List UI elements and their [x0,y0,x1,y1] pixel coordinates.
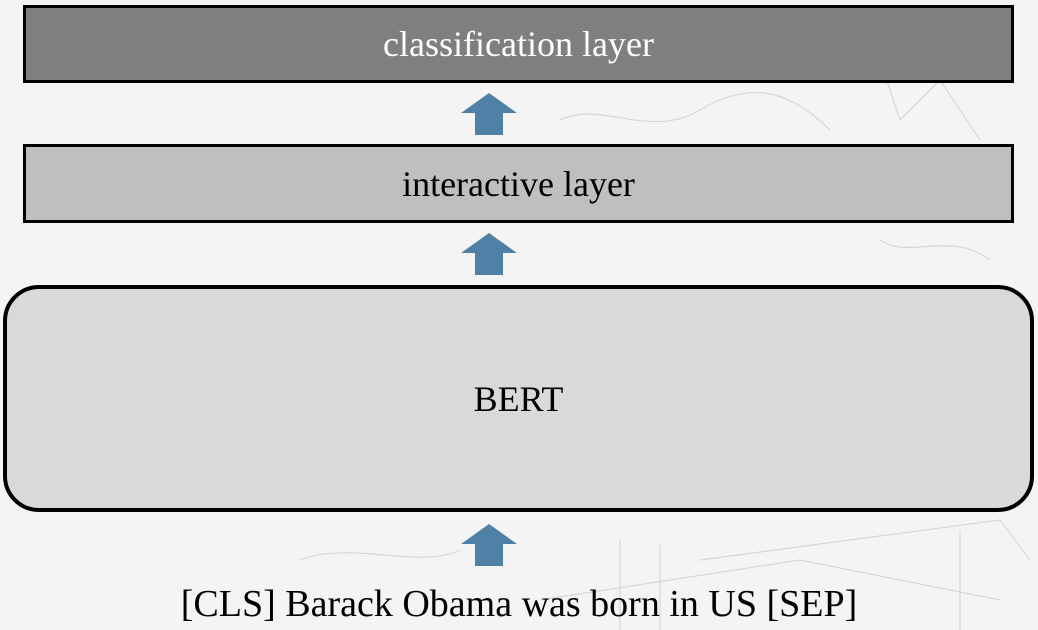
classification-layer-label: classification layer [383,24,654,64]
interactive-layer: interactive layer [23,144,1014,223]
up-arrow-icon [461,233,517,275]
up-arrow-icon [461,93,517,135]
interactive-layer-label: interactive layer [402,163,635,204]
bert-label: BERT [473,378,564,419]
bert-encoder: BERT [3,285,1034,512]
classification-layer: classification layer [23,5,1014,83]
input-sequence: [CLS] Barack Obama was born in US [SEP] [180,583,858,625]
up-arrow-icon [461,524,517,566]
